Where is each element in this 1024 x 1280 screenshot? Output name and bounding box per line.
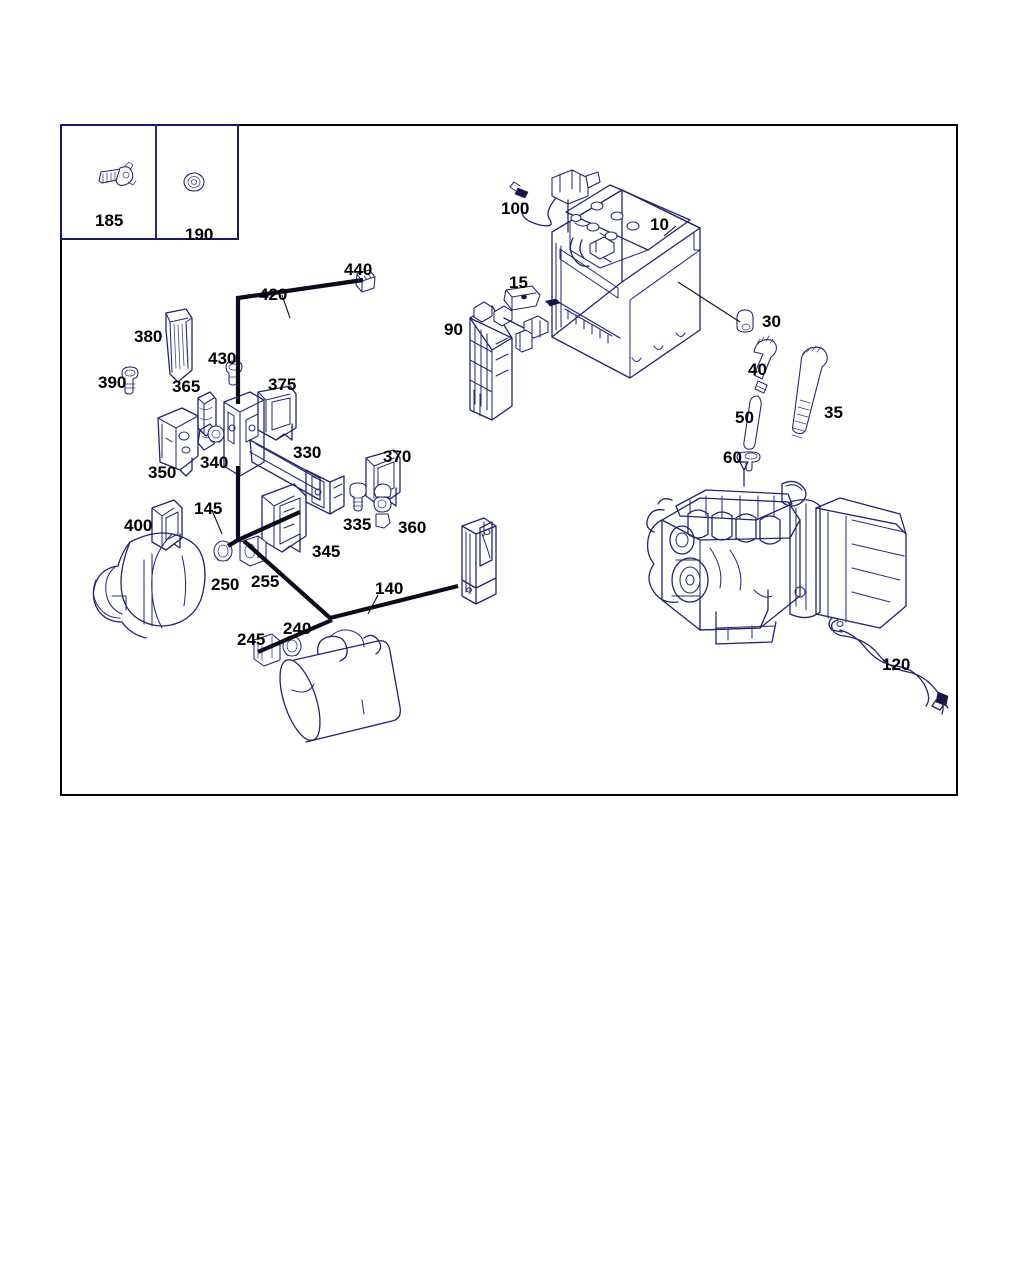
callout-label-440: 440	[344, 260, 373, 279]
callout-label-365: 365	[172, 377, 201, 396]
callout-label-340: 340	[200, 453, 229, 472]
callout-label-35: 35	[824, 403, 843, 422]
callout-label-370: 370	[383, 447, 412, 466]
callout-label-10: 10	[650, 215, 669, 234]
callout-label-255: 255	[251, 572, 280, 591]
diagram-frame	[60, 124, 958, 796]
callout-label-50: 50	[735, 408, 754, 427]
callout-label-190: 190	[185, 225, 214, 244]
callout-label-375: 375	[268, 375, 297, 394]
callout-label-380: 380	[134, 327, 163, 346]
legend-box	[60, 124, 239, 240]
callout-label-120: 120	[882, 655, 911, 674]
legend-divider	[155, 126, 157, 238]
callout-label-240: 240	[283, 619, 312, 638]
callout-label-360: 360	[398, 518, 427, 537]
callout-label-330: 330	[293, 443, 322, 462]
callout-label-335: 335	[343, 515, 372, 534]
callout-label-245: 245	[237, 630, 266, 649]
callout-label-350: 350	[148, 463, 177, 482]
callout-label-390: 390	[98, 373, 127, 392]
callout-label-100: 100	[501, 199, 530, 218]
callout-label-15: 15	[509, 273, 528, 292]
callout-label-345: 345	[312, 542, 341, 561]
callout-label-145: 145	[194, 499, 223, 518]
callout-label-30: 30	[762, 312, 781, 331]
callout-label-90: 90	[444, 320, 463, 339]
callout-label-400: 400	[124, 516, 153, 535]
callout-label-420: 420	[259, 285, 288, 304]
callout-label-185: 185	[95, 211, 124, 230]
callout-label-250: 250	[211, 575, 240, 594]
callout-label-430: 430	[208, 349, 237, 368]
callout-label-40: 40	[748, 360, 767, 379]
callout-label-60: 60	[723, 448, 742, 467]
callout-label-140: 140	[375, 579, 404, 598]
